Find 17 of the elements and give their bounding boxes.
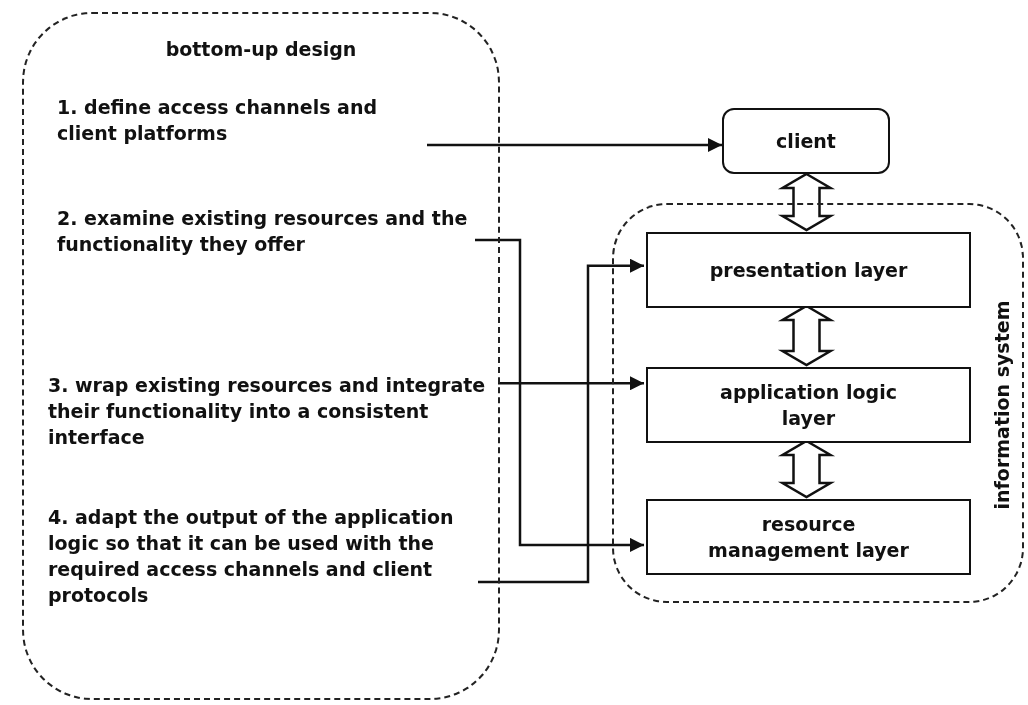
layer-box: resource management layer	[646, 499, 971, 575]
arrow	[478, 258, 644, 584]
layer-box: application logic layer	[646, 367, 971, 443]
arrow	[427, 138, 722, 152]
double-arrow	[777, 172, 836, 232]
layer-box: presentation layer	[646, 232, 971, 308]
group-title: bottom-up design	[164, 37, 358, 62]
step-text: 2. examine existing resources and the functionality they offer	[57, 205, 477, 287]
dashed-group	[612, 203, 1024, 603]
dashed-group	[22, 12, 500, 700]
group-title: information system	[990, 300, 1014, 510]
step-text: 3. wrap existing resources and integrate their functionality into a consistent interface	[48, 372, 500, 454]
client-box: client	[722, 108, 890, 174]
arrow	[498, 376, 644, 391]
step-text: 1. define access channels and client platforms	[57, 94, 429, 150]
arrow	[475, 238, 644, 552]
step-text: 4. adapt the output of the application logic so that it can be used with the required access channels and client protocols	[48, 504, 480, 664]
